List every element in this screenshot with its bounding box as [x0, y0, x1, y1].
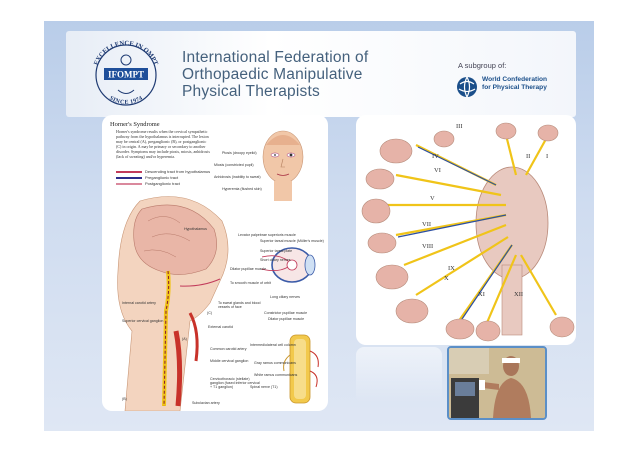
numeral-vi: VI [434, 167, 441, 174]
title-line-3: Physical Therapists [182, 83, 320, 100]
label-superior-tarsal-plate: Superior tarsal plate [260, 249, 293, 253]
legend-item: Postganglionic tract [116, 181, 210, 187]
label-subclavian: Subclavian artery [192, 401, 220, 405]
label-white-rami: White ramus communicans [254, 373, 298, 377]
logo-name: IFOMPT [108, 70, 144, 80]
tract-legend: Descending tract from hypothalamus Prega… [116, 169, 210, 187]
logo-arc-top: EXCELLENCE IN OMPT [93, 40, 160, 67]
title-line-1: International Federation of [182, 49, 369, 66]
panel-reflection [356, 347, 442, 403]
mark-b: (B) [122, 397, 127, 401]
numeral-xii: XII [514, 291, 524, 298]
label-short-ciliary: Short ciliary nerves [260, 258, 291, 262]
label-spinal-nerve: Spinal nerve (T1) [250, 385, 278, 389]
label-long-ciliary: Long ciliary nerves [270, 295, 300, 299]
head-sagittal-drawing [117, 196, 229, 411]
mark-a: (A) [182, 337, 187, 341]
eye-diagram [262, 247, 316, 283]
cranial-nerves-illustration: I II III IV V VI VII VIII IX X XI XII [356, 115, 576, 345]
face-drawing [262, 130, 304, 201]
legend-label: Descending tract from hypothalamus [145, 169, 211, 174]
horner-syndrome-illustration: Horner's Syndrome Horner's syndrome resu… [102, 115, 328, 411]
title-line-2: Orthopaedic Manipulative [182, 66, 363, 83]
legend-item: Preganglionic tract [116, 175, 210, 181]
numeral-viii: VIII [422, 243, 434, 250]
legend-label: Postganglionic tract [145, 181, 180, 186]
label-superior-cervical: Superior cervical ganglion [122, 319, 164, 323]
label-sweat-glands: To sweat glands and blood vessels of fac… [218, 301, 261, 310]
label-gray-rami: Gray ramus communicans [254, 361, 296, 365]
subgroup-label: A subgroup of: [458, 61, 507, 70]
label-intermediolateral: Intermediolateral cell column [250, 343, 296, 347]
logo-arc-bottom: SINCE 1974 [108, 95, 143, 105]
numeral-v: V [430, 195, 435, 202]
label-dilator: Dilator pupillae muscle [230, 267, 267, 271]
label-external-carotid: External carotid [208, 325, 233, 329]
label-smooth-orbit: To smooth muscle of orbit [230, 281, 271, 285]
svg-text:SINCE 1974: SINCE 1974 [108, 95, 143, 105]
label-anhidrosis: Anhidrosis (inability to sweat) [214, 175, 261, 179]
label-levator: Levator palpebrae superioris muscle [238, 233, 296, 237]
label-cervicothoracic: Cervicothoracic (stellate) ganglion (fus… [210, 377, 260, 390]
label-common-carotid: Common carotid artery [210, 347, 247, 351]
slide-background: EXCELLENCE IN OMPT SINCE 1974 IFOMPT Int… [44, 21, 594, 431]
label-miosis: Miosis (constricted pupil) [214, 163, 254, 167]
numeral-ix: IX [448, 265, 455, 272]
label-hyperemia: Hyperemia (flushed skin) [222, 187, 262, 191]
label-superior-tarsal: Superior tarsal muscle (Müller's muscle) [260, 239, 324, 243]
numeral-ii: II [526, 153, 531, 160]
numeral-vii: VII [422, 221, 432, 228]
horner-title: Horner's Syndrome [110, 121, 160, 128]
label-hypothalamus: Hypothalamus [184, 227, 207, 231]
organization-title: International Federation of Orthopaedic … [182, 49, 452, 100]
label-middle-cervical: Middle cervical ganglion [210, 359, 249, 363]
ifompt-logo: EXCELLENCE IN OMPT SINCE 1974 IFOMPT [93, 40, 160, 106]
wcpt-globe-icon [457, 76, 477, 98]
label-dilator-2: Dilator pupillae muscle [268, 317, 305, 321]
wcpt-name: World Confederation for Physical Therapy [482, 76, 547, 92]
wcpt-line-2: for Physical Therapy [482, 84, 547, 91]
cranial-nerves-drawing [361, 122, 575, 342]
label-internal-carotid: Internal carotid artery [122, 301, 156, 305]
clinical-photo [447, 346, 547, 420]
header-banner: EXCELLENCE IN OMPT SINCE 1974 IFOMPT Int… [66, 31, 576, 117]
patient-photo-image [449, 348, 545, 418]
svg-text:EXCELLENCE IN OMPT: EXCELLENCE IN OMPT [93, 40, 160, 67]
legend-label: Preganglionic tract [145, 175, 179, 180]
numeral-iv: IV [432, 153, 439, 160]
horner-description: Horner's syndrome results when the cervi… [116, 129, 210, 159]
label-constrictor: Constrictor pupillae muscle [264, 311, 308, 315]
numeral-xi: XI [478, 291, 485, 298]
spinal-cord-drawing [283, 334, 319, 404]
label-ptosis: Ptosis (droopy eyelid) [222, 151, 257, 155]
legend-item: Descending tract from hypothalamus [116, 169, 210, 175]
mark-c: (C) [207, 311, 212, 315]
numeral-x: X [444, 275, 449, 282]
wcpt-line-1: World Confederation [482, 76, 548, 83]
numeral-iii: III [456, 123, 463, 130]
numeral-i: I [546, 153, 549, 160]
